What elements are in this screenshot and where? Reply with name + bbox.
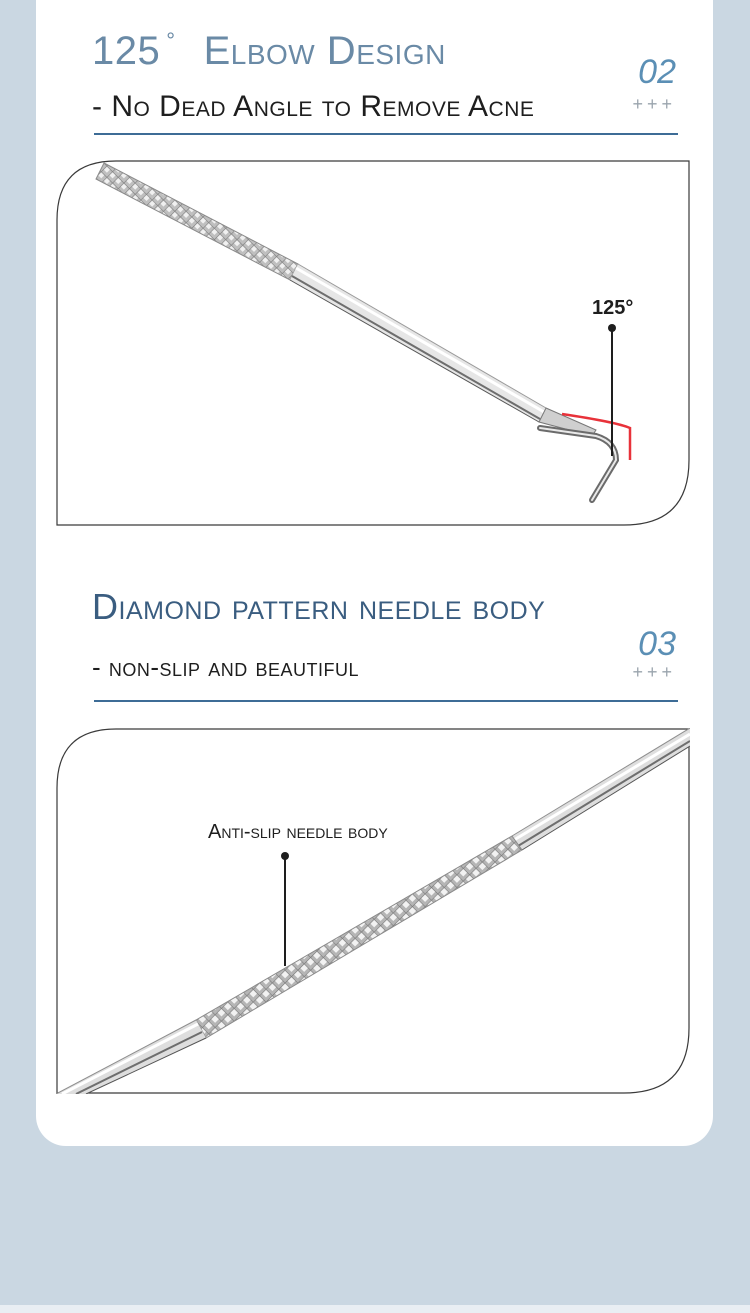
section-2-heading: Diamond pattern needle body: [92, 586, 546, 627]
anti-slip-callout-label: Anti-slip needle body: [208, 821, 388, 843]
section-1-divider: [94, 133, 678, 135]
section-1-heading: 125° Elbow Design: [92, 28, 446, 74]
angle-callout-dot: [608, 324, 616, 332]
anti-slip-callout-dot: [281, 852, 289, 860]
section-1-plus-icon: +++: [632, 94, 676, 114]
elbow-needle-panel: 125°: [56, 160, 690, 526]
section-2-plus-icon: +++: [632, 662, 676, 682]
section-1-number: 02: [638, 53, 676, 91]
knurled-needle-panel: Anti-slip needle body: [56, 728, 690, 1094]
needle-shaft: [95, 162, 597, 437]
needle-body: [56, 728, 690, 1094]
section-2-divider: [94, 700, 678, 702]
angle-highlight: [561, 412, 632, 460]
section-1-subtitle: - No Dead Angle to Remove Acne: [92, 90, 535, 123]
needle-knurled-illustration: Anti-slip needle body: [56, 728, 690, 1094]
degree-symbol: °: [166, 28, 176, 53]
section-2-subtitle: - non-slip and beautiful: [92, 652, 360, 682]
section-2-number: 03: [638, 625, 676, 663]
section-1-title: Elbow Design: [203, 29, 446, 73]
needle-hook-illustration: 125°: [56, 160, 690, 526]
angle-callout-label: 125°: [592, 297, 633, 319]
page-bottom-strip: [0, 1305, 750, 1313]
angle-value: 125: [92, 29, 161, 73]
